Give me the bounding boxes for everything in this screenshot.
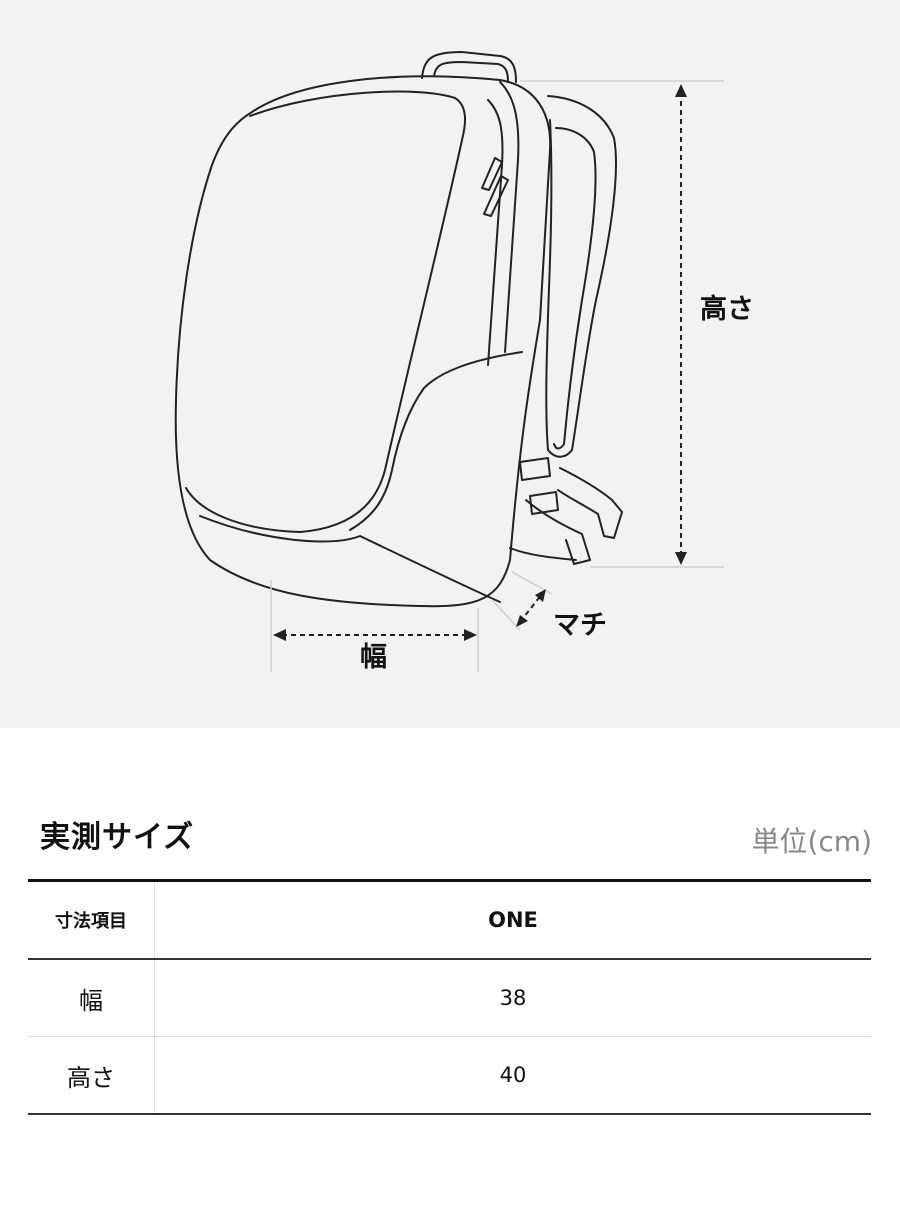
row-value-cell: 38 xyxy=(154,959,871,1037)
row-value-cell: 40 xyxy=(154,1036,871,1115)
section-title: 実測サイズ xyxy=(40,820,195,855)
row-key-cell: 幅 xyxy=(28,959,155,1037)
table-row: 高さ 40 xyxy=(28,1036,871,1115)
size-diagram-panel: 高さ マチ 幅 xyxy=(0,0,900,728)
depth-dimension-label: マチ xyxy=(553,610,607,641)
table-row: 幅 38 xyxy=(28,959,871,1037)
header-key-cell: 寸法項目 xyxy=(28,880,155,960)
row-key-cell: 高さ xyxy=(28,1036,155,1115)
size-table: 寸法項目 ONE 幅 38 高さ 40 xyxy=(28,879,871,1115)
height-dimension-label: 高さ xyxy=(700,294,754,325)
header-value-cell: ONE xyxy=(154,880,871,960)
width-dimension-label: 幅 xyxy=(360,642,387,673)
table-header-row: 寸法項目 ONE xyxy=(28,880,871,960)
unit-note: 単位(cm) xyxy=(751,825,872,858)
backpack-illustration xyxy=(174,51,724,672)
